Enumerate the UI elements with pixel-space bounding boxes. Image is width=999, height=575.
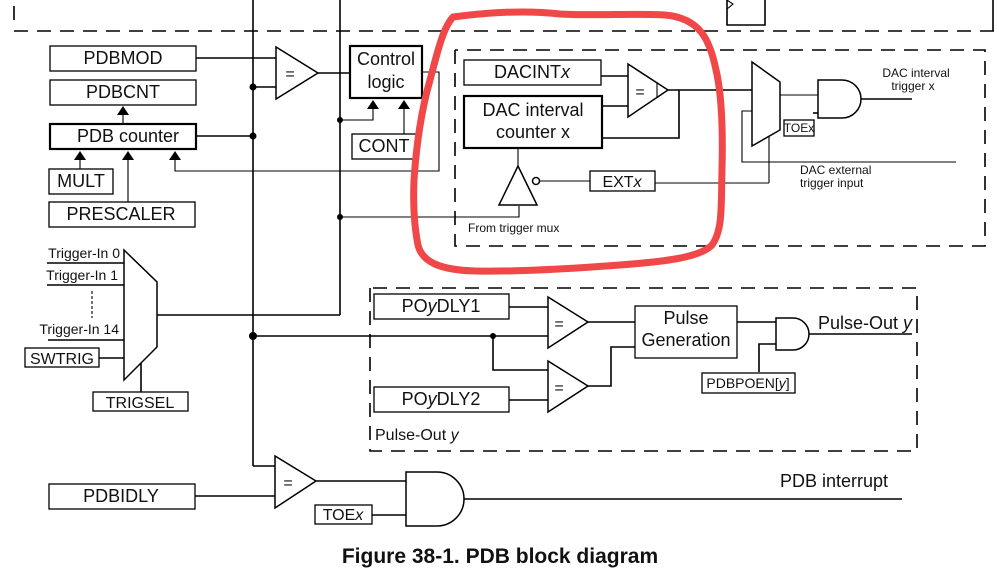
pdbcnt-label: PDBCNT <box>86 82 160 102</box>
swtrig-label: SWTRIG <box>30 351 94 368</box>
comparator-symbol: = <box>554 380 563 397</box>
junction-dot <box>249 132 257 140</box>
dac-section-border <box>454 49 986 247</box>
cont-label: CONT <box>359 136 410 156</box>
dac-toe-register: TOEx <box>783 119 815 137</box>
junction-dot <box>337 117 343 123</box>
dac-trigger-line2: trigger x <box>891 79 934 93</box>
dly2-comparator: = <box>547 359 590 414</box>
pulse-and-gate <box>775 317 810 351</box>
comparator-symbol: = <box>635 84 644 101</box>
pdbmod-register: PDBMOD <box>49 45 197 72</box>
poydly1-label: POyDLY1 <box>402 296 481 316</box>
pulse-gen-line1: Pulse <box>663 308 708 328</box>
pdb-counter-block: PDB counter <box>48 122 198 151</box>
comparator-symbol: = <box>554 316 563 333</box>
cont-register: CONT <box>351 133 417 160</box>
poydly1-register: POyDLY1 <box>373 293 510 320</box>
junction-dot <box>337 214 343 220</box>
figure-caption: Figure 38-1. PDB block diagram <box>342 545 658 568</box>
trigger-inputs: Trigger-In 0 Trigger-In 1 Trigger-In 14 <box>39 245 124 341</box>
poydly2-register: POyDLY2 <box>373 386 510 413</box>
dac-toe-label: TOEx <box>784 121 814 135</box>
interrupt-and-gate <box>405 471 465 527</box>
interrupt-toe-label: TOEx <box>323 507 365 524</box>
comparator-symbol: = <box>283 475 292 492</box>
junction-dot <box>249 332 257 340</box>
pdbpoen-register: PDBPOEN[y] <box>701 372 796 394</box>
arrow-up-icon <box>74 151 86 160</box>
swtrig-register: SWTRIG <box>24 347 100 368</box>
dac-trigger-line1: DAC interval <box>882 66 949 80</box>
control-logic-block: Control logic <box>348 44 424 100</box>
dacint-label: DACINTx <box>494 62 571 82</box>
control-logic-line2: logic <box>367 72 404 92</box>
poen-wire <box>758 343 776 372</box>
top-register-fragment <box>726 0 766 26</box>
pdbidly-register: PDBIDLY <box>48 483 196 510</box>
ext-register: EXTx <box>589 170 656 192</box>
pdbcnt-register: PDBCNT <box>49 79 197 106</box>
dac-and-gate <box>817 79 862 119</box>
counter-to-dly2-comparator-wire <box>492 336 548 371</box>
idly-comparator: = <box>274 454 318 510</box>
arrow-up-icon <box>122 151 134 160</box>
pulse-out-output-label: Pulse-Out y <box>818 313 913 333</box>
from-trigger-mux-label: From trigger mux <box>468 221 559 235</box>
dac-interval-counter-block: DAC interval counter x <box>462 94 604 150</box>
inverter-buffer <box>497 164 539 206</box>
dac-comparator: = <box>627 62 670 119</box>
mult-label: MULT <box>57 171 105 191</box>
control-logic-line1: Control <box>357 49 415 69</box>
pdbmod-label: PDBMOD <box>83 48 162 68</box>
pdb-counter-label: PDB counter <box>77 126 179 146</box>
mult-register: MULT <box>48 168 114 195</box>
dly2-to-pulse-wire <box>588 346 635 387</box>
trigger-in-14-label: Trigger-In 14 <box>39 321 119 337</box>
pdbidly-label: PDBIDLY <box>83 486 159 506</box>
trigsel-register: TRIGSEL <box>92 391 189 412</box>
arrow-up-icon <box>169 151 181 160</box>
trigger-mux <box>123 248 158 382</box>
red-highlight-circle <box>410 8 726 275</box>
dly1-comparator: = <box>547 295 590 350</box>
trigsel-label: TRIGSEL <box>106 395 175 412</box>
pdb-interrupt-label: PDB interrupt <box>780 471 888 491</box>
arrow-up-icon <box>367 100 379 109</box>
trigger-in-0-label: Trigger-In 0 <box>48 245 120 261</box>
dac-external-line1: DAC external <box>800 163 871 177</box>
dac-external-line2: trigger input <box>800 176 864 190</box>
dac-counter-line2: counter x <box>496 122 570 142</box>
dac-external-trigger-wire <box>741 110 956 163</box>
poydly2-label: POyDLY2 <box>402 389 481 409</box>
ext-label: EXTx <box>602 174 642 191</box>
interrupt-toe-register: TOEx <box>314 504 373 525</box>
trigger-to-control-wire <box>340 109 374 121</box>
clock-triangle-icon <box>726 0 734 10</box>
dac-counter-line1: DAC interval <box>482 100 583 120</box>
arrow-up-icon <box>117 106 129 115</box>
dac-reset-wire <box>602 90 680 139</box>
trigger-to-dac-wire <box>340 206 520 218</box>
pulse-gen-line2: Generation <box>641 330 730 350</box>
prescaler-label: PRESCALER <box>66 204 175 224</box>
trigger-in-1-label: Trigger-In 1 <box>46 267 118 283</box>
comparator-symbol: = <box>285 66 294 83</box>
mod-comparator: = <box>275 45 320 101</box>
arrow-up-icon <box>398 100 410 109</box>
dacint-register: DACINTx <box>463 59 602 86</box>
dac-trigger-mux <box>751 60 781 148</box>
inverter-bubble <box>531 176 541 186</box>
pulse-out-section-label: Pulse-Out y <box>375 427 460 444</box>
pdbpoen-label: PDBPOEN[y] <box>706 375 789 391</box>
junction-dot <box>249 83 257 91</box>
prescaler-register: PRESCALER <box>48 201 196 228</box>
pulse-generation-block: Pulse Generation <box>634 305 738 359</box>
